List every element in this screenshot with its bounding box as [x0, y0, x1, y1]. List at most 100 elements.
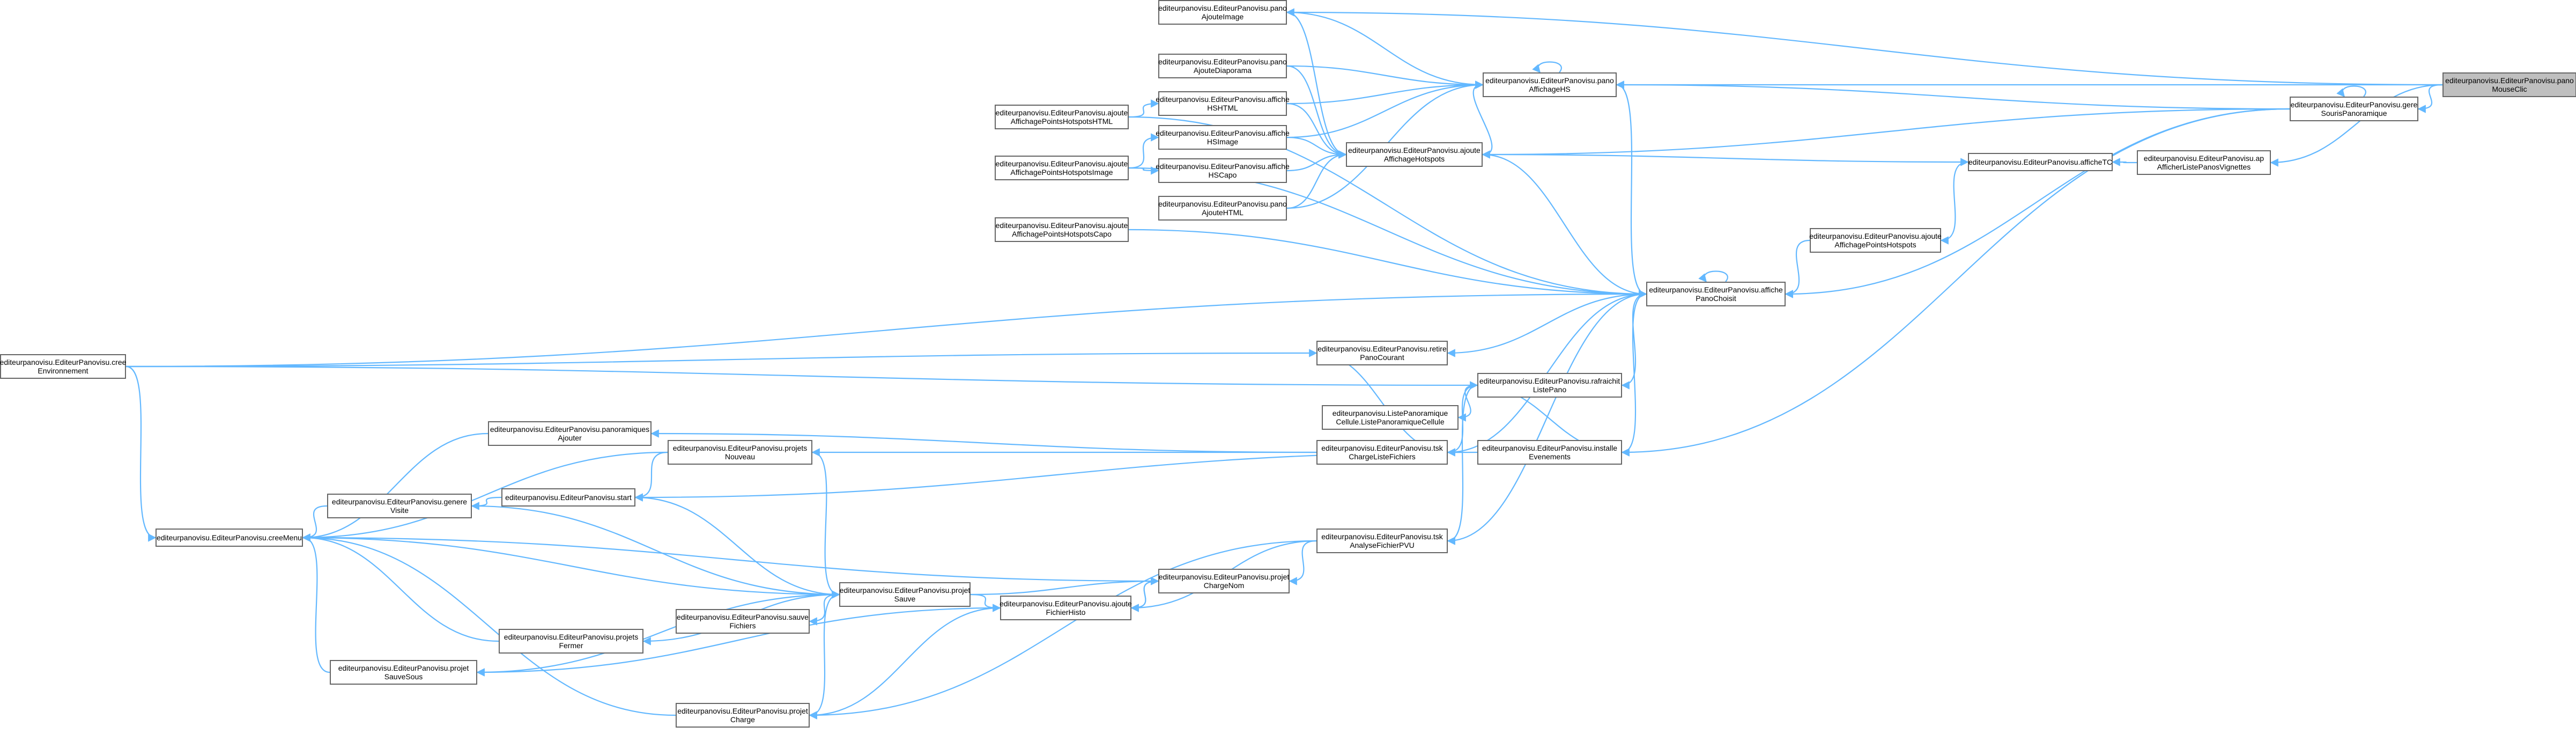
- node-label-line: editeurpanovisu.EditeurPanovisu.projet: [338, 664, 469, 672]
- node-label-line: editeurpanovisu.EditeurPanovisu.creeMenu: [157, 533, 302, 542]
- node-label-line: editeurpanovisu.EditeurPanovisu.installe: [1482, 444, 1617, 452]
- call-edge-creeMenu-to-projetsNouveau: [302, 451, 668, 542]
- node-box: [2137, 150, 2271, 175]
- graph-node-listePanoCell[interactable]: editeurpanovisu.ListePanoramiqueCellule.…: [1322, 405, 1459, 430]
- graph-node-sauveFichiers[interactable]: editeurpanovisu.EditeurPanovisu.sauveFic…: [676, 609, 810, 634]
- call-edge-ajouteAffHS-to-panoAjDiapo: [1286, 65, 1347, 159]
- graph-node-retire[interactable]: editeurpanovisu.EditeurPanovisu.retirePa…: [1316, 341, 1448, 365]
- node-box: [1158, 569, 1290, 593]
- call-edge-afficheTC-to-afficherVig: [2112, 158, 2137, 166]
- node-label-line: AffichagePointsHotspotsHTML: [1011, 117, 1113, 126]
- graph-node-target[interactable]: editeurpanovisu.EditeurPanovisu.panoMous…: [2442, 72, 2576, 97]
- node-label-line: AjouteHTML: [1202, 208, 1243, 217]
- node-label-line: ChargeNom: [1204, 581, 1244, 590]
- node-label-line: AffichageHS: [1529, 85, 1571, 93]
- graph-node-projetsNouveau[interactable]: editeurpanovisu.EditeurPanovisu.projetsN…: [668, 440, 812, 465]
- call-edge-rafraichit-to-creeEnv: [125, 365, 1478, 390]
- call-edge-afficheTC-to-ajouteAffHS: [1482, 153, 1969, 166]
- call-edge-projetChargeNom-to-tskAnalyse: [1289, 540, 1317, 585]
- call-edge-creeMenu-to-projetSauveSous: [302, 533, 330, 673]
- graph-node-panoAjDiapo[interactable]: editeurpanovisu.EditeurPanovisu.panoAjou…: [1158, 54, 1287, 78]
- graph-node-panoAjHTML[interactable]: editeurpanovisu.EditeurPanovisu.panoAjou…: [1158, 196, 1287, 221]
- node-label-line: editeurpanovisu.EditeurPanovisu.pano: [1485, 76, 1614, 85]
- graph-node-projetSauve[interactable]: editeurpanovisu.EditeurPanovisu.projetSa…: [839, 582, 971, 607]
- graph-node-start[interactable]: editeurpanovisu.EditeurPanovisu.start: [501, 488, 635, 507]
- call-edge-affichePano-to-ajouteAffPH: [1785, 239, 1810, 298]
- call-edge-affichePano-to-gere: [1785, 108, 2290, 298]
- graph-node-projetsFermer[interactable]: editeurpanovisu.EditeurPanovisu.projetsF…: [499, 629, 643, 654]
- graph-node-ajPtsHTML[interactable]: editeurpanovisu.EditeurPanovisu.ajouteAf…: [995, 105, 1129, 129]
- graph-node-panoramiques[interactable]: editeurpanovisu.EditeurPanovisu.panorami…: [488, 421, 652, 446]
- graph-node-installe[interactable]: editeurpanovisu.EditeurPanovisu.installe…: [1477, 440, 1622, 465]
- node-box: [1322, 405, 1459, 430]
- call-edge-start-to-projetsNouveau: [634, 451, 668, 502]
- call-edge-creeMenu-to-projetChargeNom: [302, 533, 1159, 582]
- graph-node-affichePano[interactable]: editeurpanovisu.EditeurPanovisu.afficheP…: [1646, 282, 1786, 306]
- graph-node-projetChargeNom[interactable]: editeurpanovisu.EditeurPanovisu.projetCh…: [1158, 569, 1290, 593]
- node-box: [1316, 341, 1448, 365]
- node-label-line: Charge: [730, 715, 755, 724]
- graph-node-creeMenu[interactable]: editeurpanovisu.EditeurPanovisu.creeMenu: [156, 529, 303, 547]
- graph-node-panoAffHS[interactable]: editeurpanovisu.EditeurPanovisu.panoAffi…: [1483, 72, 1617, 97]
- call-edge-rafraichit-to-affichePano: [1621, 293, 1647, 390]
- node-label-line: SauveSous: [384, 672, 423, 681]
- node-box: [2442, 72, 2576, 97]
- graph-node-afficheHSCapo[interactable]: editeurpanovisu.EditeurPanovisu.afficheH…: [1156, 158, 1290, 183]
- node-label-line: Fichiers: [729, 621, 756, 630]
- node-label-line: editeurpanovisu.EditeurPanovisu.projets: [673, 444, 808, 452]
- graph-node-tskCharge[interactable]: editeurpanovisu.EditeurPanovisu.tskCharg…: [1316, 440, 1448, 465]
- node-label-line: editeurpanovisu.EditeurPanovisu.affiche: [1156, 95, 1290, 104]
- graph-node-afficheHSHTML[interactable]: editeurpanovisu.EditeurPanovisu.afficheH…: [1156, 91, 1290, 116]
- graph-node-ajPtsCapo[interactable]: editeurpanovisu.EditeurPanovisu.ajouteAf…: [995, 217, 1129, 242]
- graph-node-tskAnalyse[interactable]: editeurpanovisu.EditeurPanovisu.tskAnaly…: [1316, 529, 1448, 553]
- graph-node-ajouteAffHS[interactable]: editeurpanovisu.EditeurPanovisu.ajouteAf…: [1346, 142, 1483, 167]
- node-box: [327, 494, 472, 518]
- node-box: [1346, 142, 1483, 167]
- node-box: [2290, 97, 2418, 121]
- node-label-line: editeurpanovisu.EditeurPanovisu.projet: [840, 586, 971, 595]
- node-label-line: editeurpanovisu.EditeurPanovisu.ajoute: [1000, 599, 1132, 608]
- node-label-line: editeurpanovisu.EditeurPanovisu.projets: [504, 633, 639, 641]
- call-edge-creeMenu-to-genereVisite: [302, 505, 328, 542]
- graph-node-ajPtsImage[interactable]: editeurpanovisu.EditeurPanovisu.ajouteAf…: [995, 156, 1129, 180]
- graph-node-afficheHSImage[interactable]: editeurpanovisu.EditeurPanovisu.afficheH…: [1156, 125, 1290, 150]
- graph-node-projetSauveSous[interactable]: editeurpanovisu.EditeurPanovisu.projetSa…: [330, 660, 477, 685]
- node-label-line: editeurpanovisu.EditeurPanovisu.affiche: [1156, 129, 1290, 137]
- edges-layer: [125, 8, 2443, 720]
- node-label-line: editeurpanovisu.EditeurPanovisu.projet: [677, 707, 808, 715]
- graph-node-projetCharge[interactable]: editeurpanovisu.EditeurPanovisu.projetCh…: [676, 703, 810, 728]
- call-edge-ajouteAffHS-to-panoAjHTML: [1286, 150, 1347, 209]
- graph-node-genereVisite[interactable]: editeurpanovisu.EditeurPanovisu.genereVi…: [327, 494, 472, 518]
- graph-node-afficherVig[interactable]: editeurpanovisu.EditeurPanovisu.apAffich…: [2137, 150, 2271, 175]
- graph-node-panoAjImage[interactable]: editeurpanovisu.EditeurPanovisu.panoAjou…: [1158, 0, 1287, 25]
- graph-node-ajouteFichHisto[interactable]: editeurpanovisu.EditeurPanovisu.ajouteFi…: [1000, 596, 1132, 620]
- graph-node-gere[interactable]: editeurpanovisu.EditeurPanovisu.gereSour…: [2290, 97, 2418, 121]
- node-label-line: AffichagePointsHotspotsCapo: [1012, 230, 1112, 238]
- node-label-line: editeurpanovisu.EditeurPanovisu.pano: [2445, 76, 2574, 85]
- node-label-line: editeurpanovisu.EditeurPanovisu.affiche: [1156, 162, 1290, 171]
- node-label-line: editeurpanovisu.EditeurPanovisu.panorami…: [490, 425, 649, 434]
- node-box: [1316, 529, 1448, 553]
- call-edge-listePanoCell-to-rafraichit: [1457, 384, 1478, 422]
- call-edge-affichePano-to-panoAffHS: [1616, 84, 1647, 298]
- graph-node-rafraichit[interactable]: editeurpanovisu.EditeurPanovisu.rafraich…: [1477, 373, 1622, 398]
- graph-node-creeEnv[interactable]: editeurpanovisu.EditeurPanovisu.creeEnvi…: [0, 354, 127, 379]
- node-box: [156, 529, 303, 547]
- call-edge-creeMenu-to-projetsFermer: [302, 533, 499, 642]
- call-edge-projetCharge-to-projetSauve: [809, 593, 840, 720]
- node-label-line: editeurpanovisu.EditeurPanovisu.cree: [0, 358, 127, 366]
- node-label-line: PanoCourant: [1360, 353, 1404, 362]
- node-label-line: editeurpanovisu.EditeurPanovisu.retire: [1317, 344, 1447, 353]
- call-edge-creeMenu-to-projetCharge: [302, 533, 676, 716]
- call-edge-retire-to-affichePano: [1447, 293, 1647, 357]
- node-label-line: editeurpanovisu.EditeurPanovisu.tsk: [1321, 532, 1443, 541]
- node-label-line: FichierHisto: [1046, 608, 1086, 617]
- node-box: [1483, 72, 1617, 97]
- graph-node-ajouteAffPH[interactable]: editeurpanovisu.EditeurPanovisu.ajouteAf…: [1809, 228, 1942, 253]
- node-box: [668, 440, 812, 465]
- call-edge-tskAnalyse-to-rafraichit: [1447, 384, 1478, 545]
- graph-node-afficheTC[interactable]: editeurpanovisu.EditeurPanovisu.afficheT…: [1968, 153, 2113, 171]
- call-edge-panoramiques-to-tskCharge: [650, 429, 1317, 453]
